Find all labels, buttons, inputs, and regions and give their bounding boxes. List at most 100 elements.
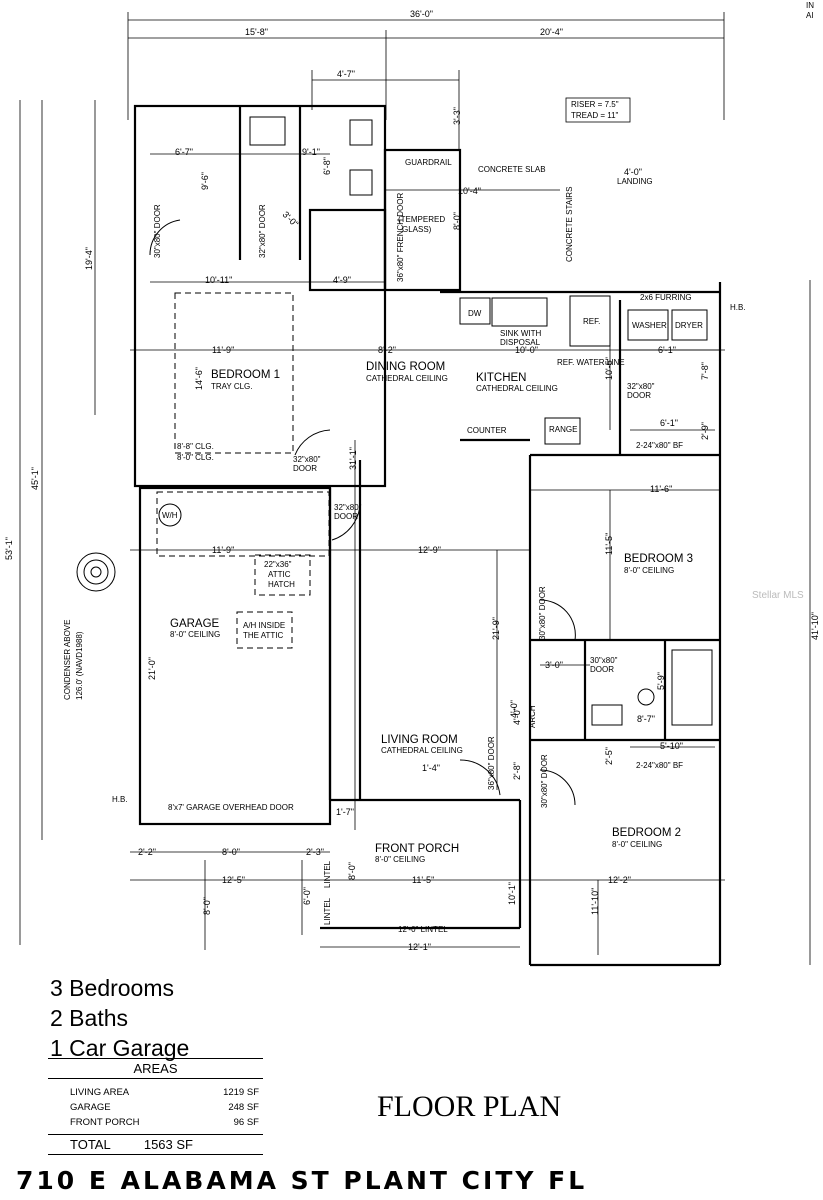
svg-text:CONCRETE SLAB: CONCRETE SLAB (478, 165, 546, 174)
svg-text:SINK WITH: SINK WITH (500, 329, 542, 338)
svg-text:CONCRETE STAIRS: CONCRETE STAIRS (565, 187, 574, 262)
fixtures (76, 116, 713, 806)
svg-text:A/H INSIDE: A/H INSIDE (243, 621, 285, 630)
garage-count: 1 Car Garage (50, 1035, 190, 1061)
svg-text:30"x80" DOOR: 30"x80" DOOR (153, 204, 162, 258)
svg-text:2x6 FURRING: 2x6 FURRING (640, 293, 692, 302)
svg-text:W/H: W/H (162, 511, 178, 520)
area-value: 1219 SF (223, 1087, 259, 1098)
annotation-labels: RISER = 7.5" TREAD = 11" GUARDRAIL CONCR… (63, 1, 814, 934)
svg-text:5'-9": 5'-9" (656, 672, 666, 690)
svg-text:DOOR: DOOR (293, 464, 317, 473)
svg-text:31'-1": 31'-1" (348, 447, 358, 470)
svg-text:DISPOSAL: DISPOSAL (500, 338, 541, 347)
svg-text:LINTEL: LINTEL (323, 897, 332, 925)
total-label: TOTAL (70, 1137, 111, 1152)
svg-text:REF. WATER LINE: REF. WATER LINE (557, 358, 625, 367)
bedroom-2-ceiling: 8'-0" CEILING (612, 840, 662, 849)
svg-text:TREAD = 11": TREAD = 11" (571, 111, 619, 120)
room-labels: BEDROOM 1 TRAY CLG. 8'-8" CLG. 8'-0" CLG… (170, 361, 693, 864)
svg-text:11'-5": 11'-5" (604, 533, 614, 555)
svg-text:10'-4": 10'-4" (458, 186, 481, 196)
table-row: LIVING AREA 1219 SF (48, 1085, 263, 1100)
svg-text:21'-0": 21'-0" (147, 657, 157, 680)
svg-text:8'-0": 8'-0" (347, 862, 357, 880)
svg-text:1'-7": 1'-7" (336, 807, 354, 817)
svg-text:3'-0": 3'-0" (545, 660, 563, 670)
living-room-label: LIVING ROOM (381, 734, 458, 746)
svg-text:RANGE: RANGE (549, 425, 577, 434)
svg-text:12'-2": 12'-2" (608, 875, 631, 885)
property-address: 710 E ALABAMA ST PLANT CITY FL (16, 1166, 588, 1195)
svg-text:8'-0": 8'-0" (202, 897, 212, 915)
svg-text:2-24"x80" BF: 2-24"x80" BF (636, 441, 683, 450)
svg-text:32"x80" DOOR: 32"x80" DOOR (258, 204, 267, 258)
garage-ceiling: 8'-0" CEILING (170, 630, 220, 639)
svg-text:DRYER: DRYER (675, 321, 703, 330)
area-label: LIVING AREA (70, 1087, 130, 1098)
svg-text:5'-10": 5'-10" (660, 741, 683, 751)
area-value: 96 SF (233, 1117, 259, 1128)
clg-2-label: 8'-0" CLG. (177, 453, 214, 462)
floor-plan-drawing: BEDROOM 1 TRAY CLG. 8'-8" CLG. 8'-0" CLG… (4, 1, 820, 967)
svg-text:11'-5": 11'-5" (412, 875, 434, 885)
bedroom-1-label: BEDROOM 1 (211, 369, 280, 381)
bedroom-3-label: BEDROOM 3 (624, 553, 693, 565)
garage-label: GARAGE (170, 618, 220, 630)
svg-text:HATCH: HATCH (268, 580, 295, 589)
svg-text:19'-4": 19'-4" (84, 247, 94, 270)
areas-table: AREAS LIVING AREA 1219 SF GARAGE 248 SF … (48, 1058, 263, 1155)
svg-text:14'-6": 14'-6" (194, 367, 204, 390)
area-value: 248 SF (228, 1102, 259, 1113)
table-row: FRONT PORCH 96 SF (48, 1115, 263, 1130)
areas-total: TOTAL 1563 SF (48, 1134, 263, 1155)
svg-text:15'-8": 15'-8" (245, 27, 268, 37)
svg-text:4'-9": 4'-9" (333, 275, 351, 285)
dining-room-label: DINING ROOM (366, 361, 445, 373)
svg-text:12'-1": 12'-1" (408, 942, 431, 952)
svg-text:3'-3": 3'-3" (452, 107, 462, 125)
svg-text:20'-4": 20'-4" (540, 27, 563, 37)
svg-text:RISER = 7.5": RISER = 7.5" (571, 100, 619, 109)
property-summary: 3 Bedrooms 2 Baths 1 Car Garage (50, 973, 189, 1063)
front-porch-ceiling: 8'-0" CEILING (375, 855, 425, 864)
svg-text:7'-8": 7'-8" (700, 362, 710, 380)
svg-text:32"x80": 32"x80" (627, 382, 655, 391)
svg-text:30"x80" DOOR: 30"x80" DOOR (538, 586, 547, 640)
svg-text:8'x7' GARAGE OVERHEAD DOOR: 8'x7' GARAGE OVERHEAD DOOR (168, 803, 294, 812)
svg-text:41'-10": 41'-10" (810, 612, 820, 640)
svg-text:10'-5": 10'-5" (604, 357, 614, 380)
svg-text:8'-2": 8'-2" (378, 345, 396, 355)
svg-text:COUNTER: COUNTER (467, 426, 507, 435)
svg-text:DOOR: DOOR (627, 391, 651, 400)
svg-text:IN: IN (806, 1, 814, 10)
svg-text:3'-0": 3'-0" (281, 209, 301, 229)
svg-text:36"x80" FRENCH DOOR: 36"x80" FRENCH DOOR (396, 193, 405, 282)
walls (133, 104, 722, 967)
svg-text:ARCH: ARCH (528, 705, 537, 728)
svg-text:4'-0": 4'-0" (512, 707, 522, 725)
svg-text:30"x80": 30"x80" (590, 656, 618, 665)
svg-text:H.B.: H.B. (112, 795, 128, 804)
svg-text:32"x80": 32"x80" (293, 455, 321, 464)
svg-text:10'-1": 10'-1" (507, 882, 517, 905)
svg-text:9'-6": 9'-6" (200, 172, 210, 190)
svg-text:30"x80" DOOR: 30"x80" DOOR (540, 754, 549, 808)
svg-text:2'-9": 2'-9" (700, 422, 710, 440)
svg-text:DW: DW (468, 309, 482, 318)
svg-text:10'-11": 10'-11" (205, 275, 232, 285)
svg-text:2'-2": 2'-2" (138, 847, 156, 857)
svg-text:21'-9": 21'-9" (491, 617, 501, 640)
areas-rows: LIVING AREA 1219 SF GARAGE 248 SF FRONT … (48, 1085, 263, 1130)
svg-text:DOOR: DOOR (590, 665, 614, 674)
svg-text:6'-8": 6'-8" (322, 157, 332, 175)
dining-ceiling: CATHEDRAL CEILING (366, 374, 448, 383)
svg-text:53'-1": 53'-1" (4, 537, 14, 560)
svg-text:2'-3": 2'-3" (306, 847, 324, 857)
svg-text:36'-0": 36'-0" (410, 9, 433, 19)
bedroom-2-label: BEDROOM 2 (612, 827, 681, 839)
svg-text:6'-7": 6'-7" (175, 147, 193, 157)
living-ceiling: CATHEDRAL CEILING (381, 746, 463, 755)
svg-text:45'-1": 45'-1" (30, 467, 40, 490)
svg-text:DOOR: DOOR (334, 512, 358, 521)
